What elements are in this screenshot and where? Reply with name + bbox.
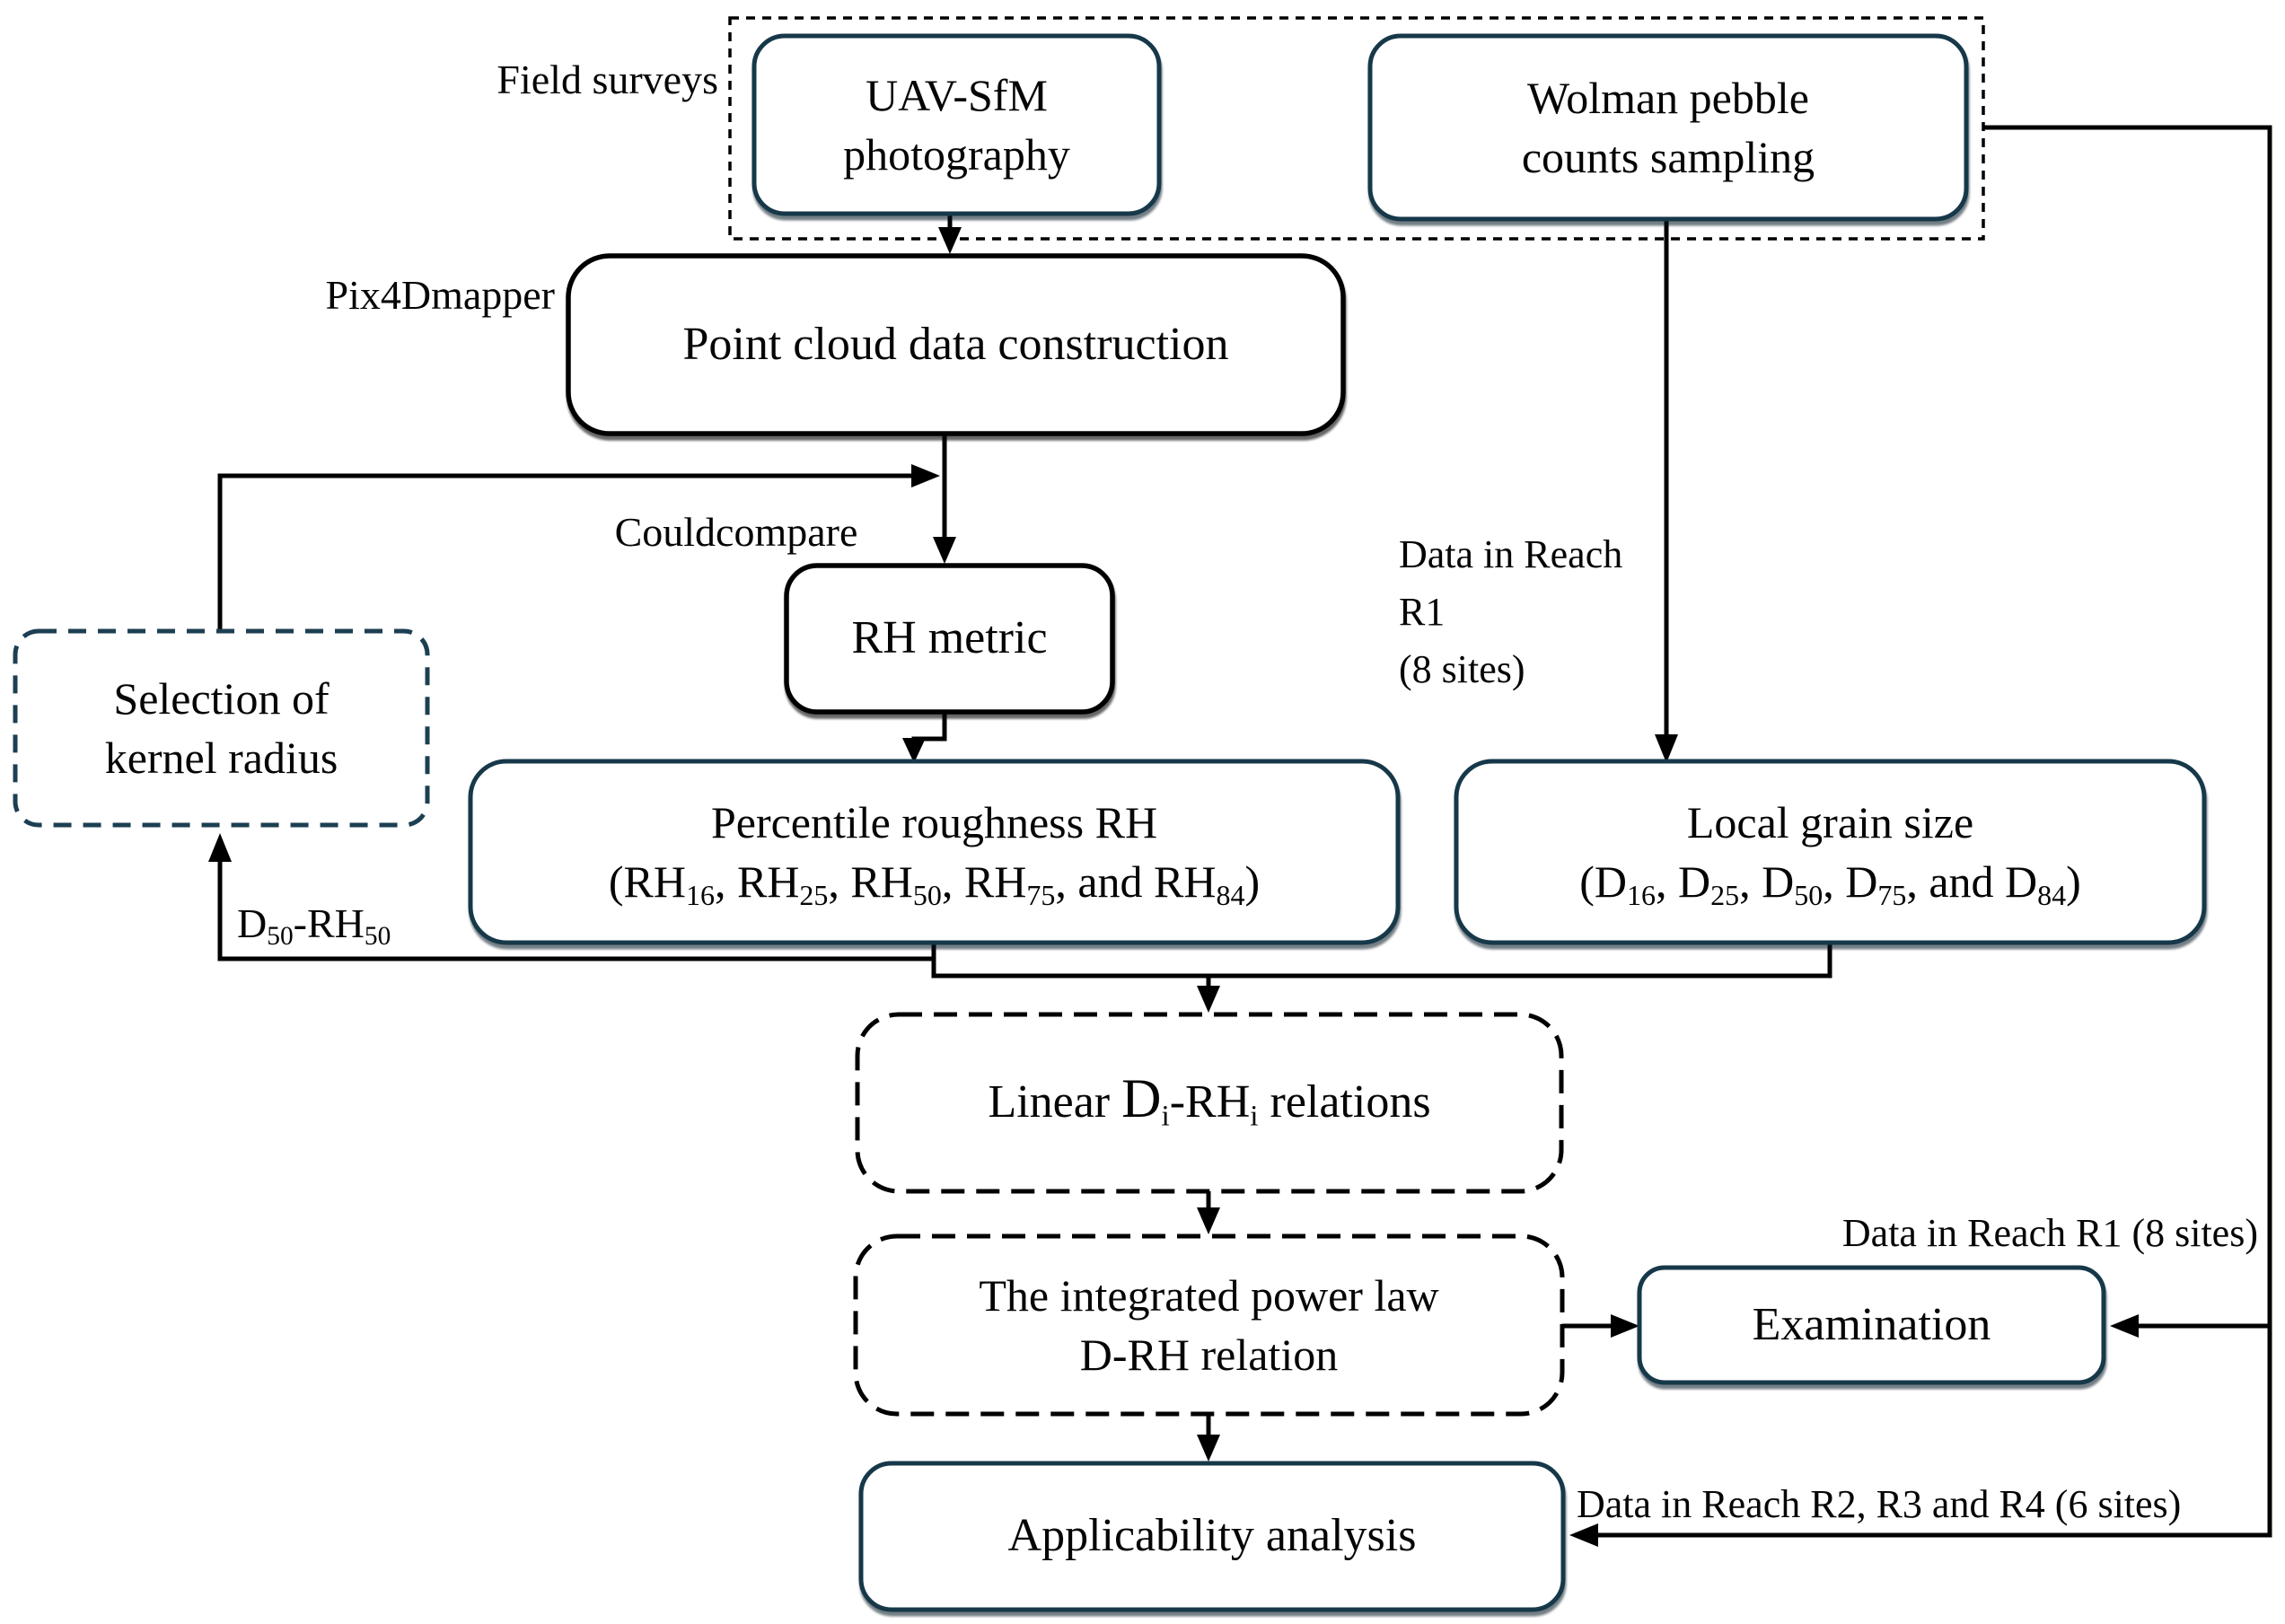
integrated-power-law-box-text: The integrated power law D-RH relation	[856, 1236, 1562, 1414]
uav-line1: UAV-SfM	[866, 70, 1048, 120]
linear-relations-label: Linear Di-RHi relations	[988, 1068, 1431, 1133]
arrow-up-into-selection	[208, 833, 232, 862]
local-grain-line2: (D16, D25, D50, D75, and D84)	[1579, 856, 2081, 911]
rh-metric-box-text: RH metric	[787, 566, 1112, 712]
field-surveys-label: Field surveys	[497, 57, 718, 102]
percentile-box	[468, 759, 1401, 945]
uav-box-text: UAV-SfM photography	[754, 36, 1159, 214]
data-reach-r1-line2: (8 sites)	[1399, 646, 1525, 691]
arrow-left-into-applicability	[1569, 1523, 1598, 1547]
applicability-box-text: Applicability analysis	[861, 1463, 1563, 1610]
edge-wolman-right-loop	[1598, 125, 2272, 1538]
selection-line1: Selection of	[113, 673, 330, 724]
point-cloud-box-text: Point cloud data construction	[568, 256, 1343, 434]
examination-box-text: Examination	[1639, 1268, 2104, 1383]
point-cloud-box	[566, 253, 1346, 436]
uav-line2: photography	[843, 129, 1070, 180]
point-cloud-label: Point cloud data construction	[682, 318, 1229, 370]
arrow-down-into-percentile	[902, 738, 926, 763]
integrated-power-law-box	[853, 1233, 1565, 1417]
wolman-box-text: Wolman pebble counts sampling	[1370, 36, 1966, 219]
wolman-line2: counts sampling	[1521, 132, 1815, 182]
data-reach-r1-line1: Data in Reach R1	[1399, 532, 1623, 634]
percentile-line2: (RH16, RH25, RH50, RH75, and RH84)	[608, 856, 1261, 911]
arrow-down-into-localgrain	[1655, 734, 1678, 763]
edge-junction	[931, 943, 1832, 979]
edge-selection-to-pipeline	[217, 473, 911, 633]
arrow-down-into-integrated	[1197, 1207, 1220, 1234]
local-grain-line1: Local grain size	[1686, 797, 1974, 847]
applicability-box	[858, 1461, 1566, 1612]
applicability-label: Applicability analysis	[1007, 1510, 1417, 1562]
couldcompare-label: Couldcompare	[614, 509, 858, 555]
arrow-down-into-pointcloud	[938, 227, 962, 254]
linear-relations-box	[855, 1012, 1564, 1194]
connector-lines	[217, 125, 2272, 1538]
examination-label: Examination	[1752, 1298, 1991, 1350]
d50-rh50-label: D50-RH50	[237, 900, 391, 952]
integrated-line2: D-RH relation	[1079, 1330, 1339, 1380]
arrow-right-into-pipeline	[911, 464, 940, 487]
local-grain-box	[1454, 759, 2207, 945]
pix4dmapper-label: Pix4Dmapper	[325, 272, 555, 318]
arrow-right-into-examination	[1611, 1314, 1639, 1338]
edge-rhmetric-to-percentile	[911, 714, 947, 742]
uav-box	[751, 33, 1162, 216]
data-reach-r1-sites-label: Data in Reach R1 (8 sites)	[1841, 1211, 2258, 1255]
arrow-down-into-linear	[1197, 986, 1220, 1013]
field-surveys-container-box	[728, 16, 1985, 241]
node-shapes	[13, 16, 2207, 1612]
arrow-down-into-applicability	[1197, 1435, 1220, 1462]
rh-metric-label: RH metric	[851, 612, 1048, 664]
percentile-line1: Percentile roughness RH	[710, 797, 1158, 847]
selection-line2: kernel radius	[104, 733, 338, 783]
percentile-box-text: Percentile roughness RH (RH16, RH25, RH5…	[470, 761, 1398, 943]
arrow-left-into-examination	[2110, 1314, 2139, 1338]
wolman-box	[1367, 33, 1969, 222]
arrowheads	[208, 227, 2139, 1547]
integrated-line1: The integrated power law	[979, 1270, 1439, 1321]
local-grain-box-text: Local grain size (D16, D25, D50, D75, an…	[1456, 761, 2204, 943]
data-reach-r2-r3-r4-label: Data in Reach R2, R3 and R4 (6 sites)	[1577, 1482, 2182, 1526]
rh-metric-box	[784, 563, 1115, 715]
linear-relations-box-text: Linear Di-RHi relations	[857, 1014, 1561, 1191]
wolman-line1: Wolman pebble	[1527, 73, 1809, 123]
data-reach-r1-label: Data in Reach R1 (8 sites)	[1399, 526, 1677, 698]
examination-box	[1637, 1265, 2106, 1385]
selection-box-text: Selection of kernel radius	[15, 631, 427, 825]
selection-box	[13, 628, 430, 828]
edge-d50rh50-feedback	[217, 862, 934, 961]
arrow-down-into-rhmetric	[933, 537, 956, 564]
